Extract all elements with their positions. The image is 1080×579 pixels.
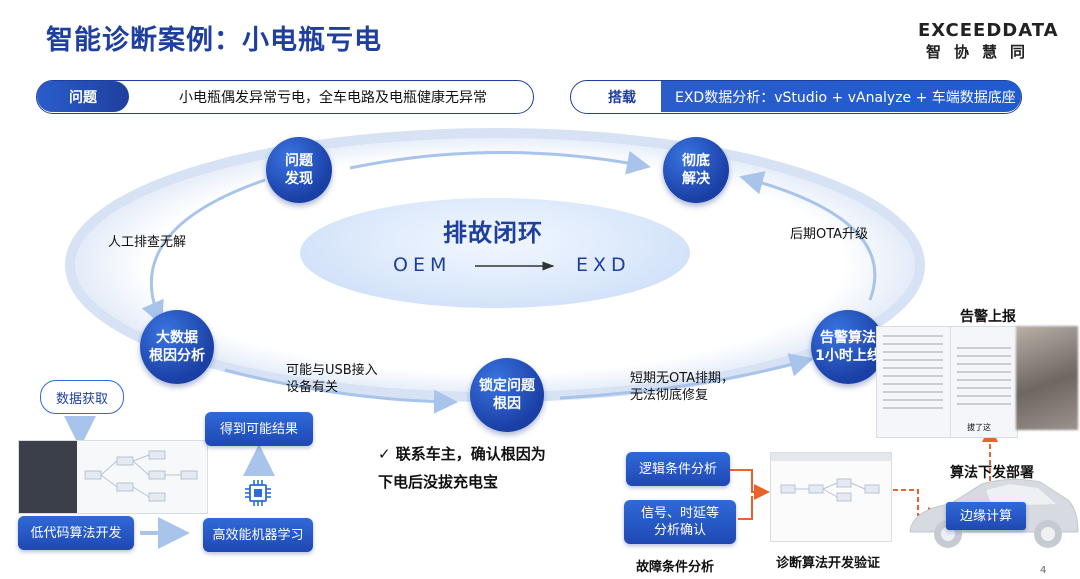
edge-compute-button[interactable]: 边缘计算: [946, 502, 1026, 530]
label-manual-check: 人工排查无解: [108, 235, 187, 250]
label-usb-related: 可能与USB接入 设备有关: [286, 363, 378, 395]
carry-bar: 搭载 EXD数据分析：vStudio + vAnalyze + 车端数据底座: [570, 80, 1022, 114]
problem-text: 小电瓶偶发异常亏电，全车电路及电瓶健康无异常: [179, 89, 487, 106]
center-title: 排故闭环: [443, 219, 543, 247]
signal-analysis-button[interactable]: 信号、时延等 分析确认: [624, 500, 736, 544]
blurred-photo: [1016, 326, 1078, 430]
node-label: 彻底 解决: [682, 153, 710, 187]
ml-button[interactable]: 高效能机器学习: [203, 518, 313, 552]
label-short-ota: 短期无OTA排期， 无法彻底修复: [630, 371, 735, 403]
verify-screenshot: [770, 452, 892, 542]
center-loop-badge: [300, 198, 690, 308]
page-title: 智能诊断案例：小电瓶亏电: [46, 25, 382, 56]
node-label: 告警算法 1小时上线: [815, 330, 881, 364]
lowcode-screenshot: [18, 440, 208, 514]
confirm-root-cause-text: ✓ 联系车主，确认根因为 下电后没拔充电宝: [378, 445, 546, 491]
text-lines: [883, 335, 943, 415]
deploy-caption: 算法下发部署: [950, 465, 1034, 481]
node-problem-discover[interactable]: 问题 发现: [266, 137, 332, 203]
data-fetch-button[interactable]: 数据获取: [40, 380, 124, 414]
node-bigdata-analysis[interactable]: 大数据 根因分析: [140, 310, 214, 384]
flow-graph-icon: [84, 450, 198, 502]
fault-analysis-caption: 故障条件分析: [636, 560, 715, 575]
chat-screenshot: 拔了这: [950, 326, 1018, 438]
center-to: EXD: [576, 254, 631, 276]
logo-subtitle: 智协慧同: [926, 43, 1039, 61]
logo-text: EXCEEDDATA: [918, 20, 1059, 41]
node-label: 问题 发现: [285, 153, 313, 187]
node-label: 锁定问题 根因: [479, 378, 535, 412]
text-lines: [957, 347, 1011, 407]
flow-graph-icon: [780, 478, 880, 502]
chip-icon: [245, 480, 271, 506]
alarm-report-caption: 告警上报: [960, 309, 1016, 325]
screenshot-toolbar: [771, 453, 891, 461]
problem-bar: 问题 小电瓶偶发异常亏电，全车电路及电瓶健康无异常: [36, 80, 534, 114]
page-number: 4: [1040, 565, 1047, 576]
node-alarm-online[interactable]: 告警算法 1小时上线: [811, 310, 885, 384]
possible-result-button[interactable]: 得到可能结果: [205, 412, 313, 446]
center-arrow-icon: [475, 261, 555, 271]
verify-caption: 诊断算法开发验证: [776, 556, 881, 571]
problem-tag: 问题: [37, 81, 129, 112]
lowcode-dev-button[interactable]: 低代码算法开发: [18, 516, 134, 550]
alarm-screenshot: [876, 326, 952, 438]
node-lock-root-cause[interactable]: 锁定问题 根因: [470, 358, 544, 432]
logic-analysis-button[interactable]: 逻辑条件分析: [626, 452, 730, 486]
carry-tag: 搭载: [579, 81, 665, 112]
screenshot-sidebar: [19, 441, 77, 513]
node-solve[interactable]: 彻底 解决: [663, 137, 729, 203]
chat-caption: 拔了这: [967, 423, 991, 432]
center-from: OEM: [393, 254, 452, 276]
carry-text: EXD数据分析：vStudio + vAnalyze + 车端数据底座: [661, 81, 1021, 112]
label-ota-upgrade: 后期OTA升级: [790, 227, 869, 242]
node-label: 大数据 根因分析: [149, 330, 205, 364]
